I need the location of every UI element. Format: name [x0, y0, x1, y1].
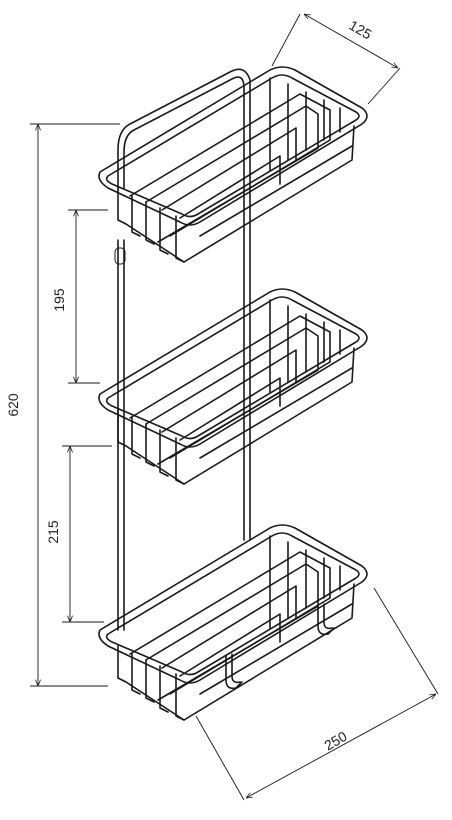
basket-bottom: [98, 524, 368, 721]
dimension-width: 250: [195, 587, 439, 801]
dimension-total-height: 620: [5, 123, 120, 687]
basket-top: [98, 66, 368, 263]
dimension-lower-gap: 215: [45, 445, 112, 623]
wall-frame: [114, 68, 251, 631]
dimension-depth: 125: [271, 14, 401, 105]
dimension-upper-gap: 195: [51, 209, 108, 384]
dimension-label-215: 215: [45, 520, 61, 544]
dimension-label-250: 250: [321, 728, 349, 754]
hook-right: [317, 605, 335, 636]
basket-middle: [98, 288, 368, 485]
dimension-label-620: 620: [5, 393, 21, 417]
hook-left: [225, 655, 243, 690]
dimension-label-125: 125: [346, 17, 374, 43]
mounting-slot: [114, 247, 126, 265]
dimension-label-195: 195: [51, 288, 67, 312]
